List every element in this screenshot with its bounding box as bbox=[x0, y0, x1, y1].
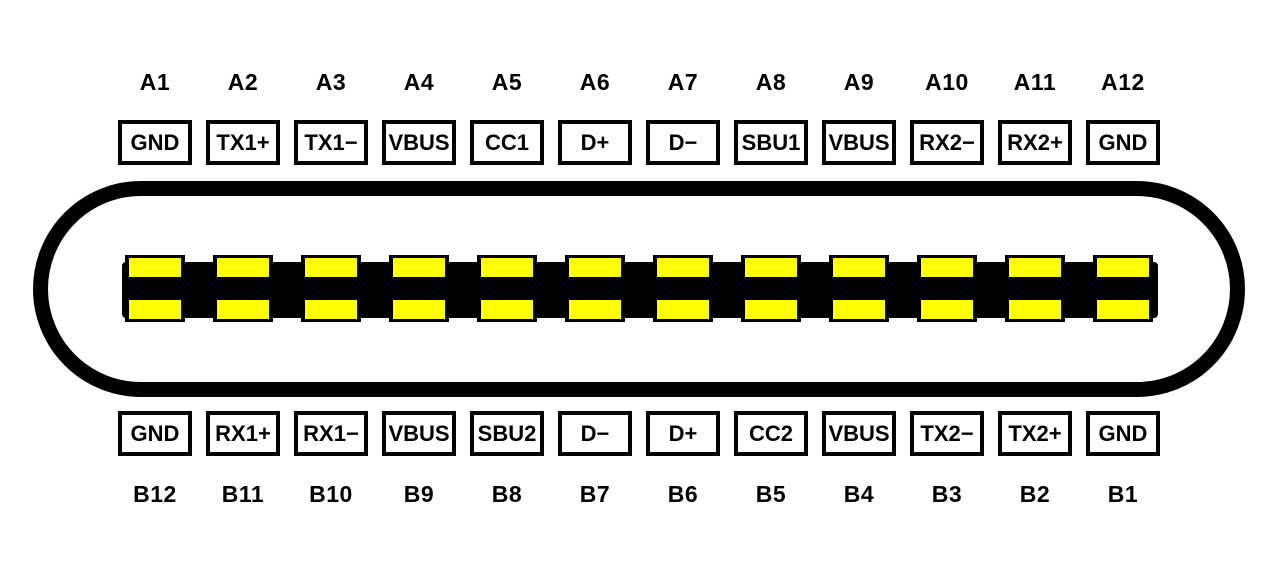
pin-column-9: A9 VBUS VBUS B4 bbox=[815, 0, 903, 582]
pin-number-label: A11 bbox=[1013, 69, 1057, 95]
pin-column-5: A5 CC1 SBU2 B8 bbox=[463, 0, 551, 582]
pin-name-box: GND bbox=[1086, 411, 1160, 456]
pin-contact-pair bbox=[301, 255, 361, 322]
pin-contact-upper bbox=[305, 258, 357, 277]
pin-number-label: B11 bbox=[221, 481, 265, 507]
pin-contact-upper bbox=[217, 258, 269, 277]
pin-name-box: TX2− bbox=[910, 411, 984, 456]
pin-number-label: A9 bbox=[843, 69, 875, 95]
pin-number-label: A6 bbox=[579, 69, 611, 95]
pin-contact-pair bbox=[389, 255, 449, 322]
pin-column-3: A3 TX1− RX1− B10 bbox=[287, 0, 375, 582]
pin-contact-lower bbox=[745, 300, 797, 319]
pin-contact-pair bbox=[1093, 255, 1153, 322]
pin-contact-pair bbox=[829, 255, 889, 322]
pin-number-label: B6 bbox=[667, 481, 699, 507]
pin-contact-upper bbox=[833, 258, 885, 277]
pin-number-label: B7 bbox=[579, 481, 611, 507]
pin-contact-upper bbox=[745, 258, 797, 277]
pin-name-box: VBUS bbox=[822, 411, 896, 456]
pin-column-6: A6 D+ D− B7 bbox=[551, 0, 639, 582]
pin-contact-lower bbox=[1097, 300, 1149, 319]
pin-name-box: VBUS bbox=[382, 120, 456, 165]
pin-contact-pair bbox=[125, 255, 185, 322]
pin-column-11: A11 RX2+ TX2+ B2 bbox=[991, 0, 1079, 582]
pin-contact-upper bbox=[921, 258, 973, 277]
pin-contact-lower bbox=[833, 300, 885, 319]
pin-name-box: RX1− bbox=[294, 411, 368, 456]
pin-number-label: B2 bbox=[1019, 481, 1051, 507]
pin-contact-lower bbox=[1009, 300, 1061, 319]
pin-contact-pair bbox=[653, 255, 713, 322]
pin-name-box: GND bbox=[1086, 120, 1160, 165]
pin-contact-pair bbox=[565, 255, 625, 322]
pin-name-box: VBUS bbox=[382, 411, 456, 456]
pin-column-1: A1 GND GND B12 bbox=[111, 0, 199, 582]
pin-name-box: SBU1 bbox=[734, 120, 808, 165]
pin-number-label: A2 bbox=[227, 69, 259, 95]
pin-contact-lower bbox=[393, 300, 445, 319]
pin-number-label: B8 bbox=[491, 481, 523, 507]
pin-column-10: A10 RX2− TX2− B3 bbox=[903, 0, 991, 582]
pin-name-box: SBU2 bbox=[470, 411, 544, 456]
pin-contact-lower bbox=[481, 300, 533, 319]
pin-name-box: GND bbox=[118, 120, 192, 165]
pin-name-box: RX1+ bbox=[206, 411, 280, 456]
pin-contact-pair bbox=[741, 255, 801, 322]
pin-name-box: TX1+ bbox=[206, 120, 280, 165]
pin-column-7: A7 D− D+ B6 bbox=[639, 0, 727, 582]
pin-number-label: A5 bbox=[491, 69, 523, 95]
pin-contact-upper bbox=[393, 258, 445, 277]
pin-number-label: A8 bbox=[755, 69, 787, 95]
pin-column-2: A2 TX1+ RX1+ B11 bbox=[199, 0, 287, 582]
pin-contact-upper bbox=[481, 258, 533, 277]
pin-contact-lower bbox=[921, 300, 973, 319]
pin-name-box: GND bbox=[118, 411, 192, 456]
pin-number-label: B4 bbox=[843, 481, 875, 507]
pin-contact-upper bbox=[1009, 258, 1061, 277]
pin-contact-lower bbox=[217, 300, 269, 319]
pin-number-label: B12 bbox=[133, 481, 177, 507]
pin-number-label: B9 bbox=[403, 481, 435, 507]
pin-column-8: A8 SBU1 CC2 B5 bbox=[727, 0, 815, 582]
pin-number-label: B3 bbox=[931, 481, 963, 507]
pin-contact-pair bbox=[1005, 255, 1065, 322]
pin-column-4: A4 VBUS VBUS B9 bbox=[375, 0, 463, 582]
pin-contact-lower bbox=[305, 300, 357, 319]
pin-contact-upper bbox=[569, 258, 621, 277]
pin-number-label: B1 bbox=[1107, 481, 1139, 507]
pin-number-label: A10 bbox=[925, 69, 969, 95]
pin-contact-pair bbox=[477, 255, 537, 322]
pin-name-box: D− bbox=[558, 411, 632, 456]
pin-name-box: D+ bbox=[646, 411, 720, 456]
pin-contact-pair bbox=[213, 255, 273, 322]
pin-name-box: RX2+ bbox=[998, 120, 1072, 165]
pin-contact-upper bbox=[1097, 258, 1149, 277]
connector-tongue bbox=[122, 262, 1158, 318]
pin-name-box: RX2− bbox=[910, 120, 984, 165]
pin-name-box: D− bbox=[646, 120, 720, 165]
pin-name-box: TX2+ bbox=[998, 411, 1072, 456]
pin-name-box: CC2 bbox=[734, 411, 808, 456]
pin-column-12: A12 GND GND B1 bbox=[1079, 0, 1167, 582]
pin-contact-lower bbox=[129, 300, 181, 319]
pin-contact-lower bbox=[657, 300, 709, 319]
pin-number-label: B10 bbox=[309, 481, 353, 507]
pin-name-box: VBUS bbox=[822, 120, 896, 165]
pin-contact-pair bbox=[917, 255, 977, 322]
pin-number-label: A12 bbox=[1101, 69, 1145, 95]
pin-number-label: A1 bbox=[139, 69, 171, 95]
pin-number-label: A3 bbox=[315, 69, 347, 95]
pin-name-box: D+ bbox=[558, 120, 632, 165]
pin-number-label: A7 bbox=[667, 69, 699, 95]
pin-number-label: B5 bbox=[755, 481, 787, 507]
pin-contact-upper bbox=[657, 258, 709, 277]
pin-number-label: A4 bbox=[403, 69, 435, 95]
pin-contact-lower bbox=[569, 300, 621, 319]
pin-name-box: CC1 bbox=[470, 120, 544, 165]
pin-contact-upper bbox=[129, 258, 181, 277]
pin-name-box: TX1− bbox=[294, 120, 368, 165]
